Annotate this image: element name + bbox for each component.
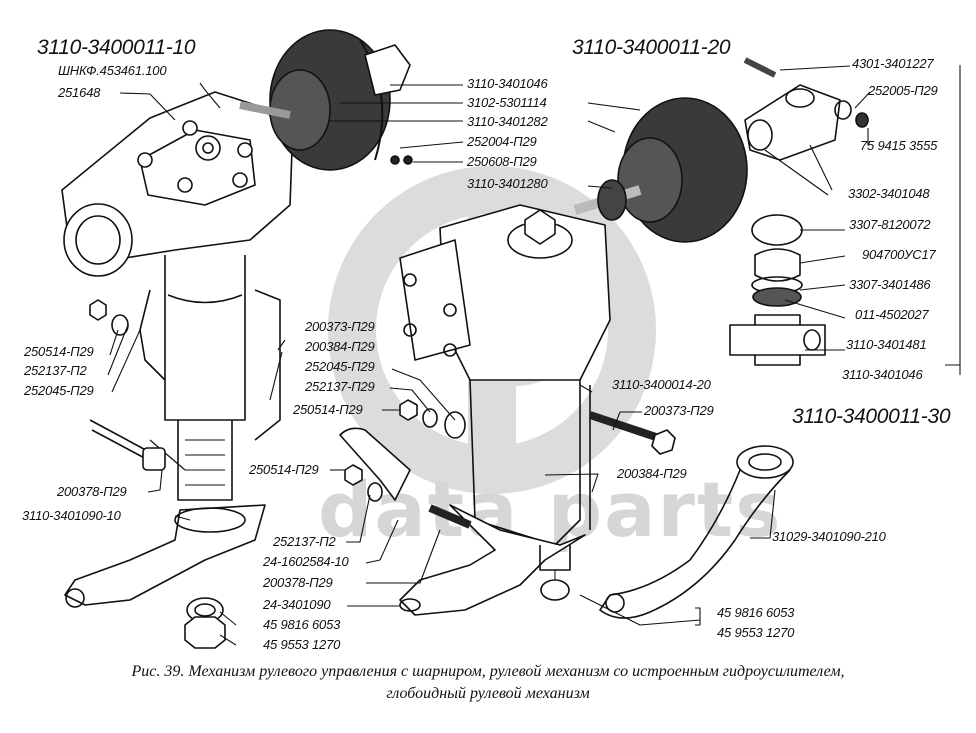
assembly-label-left: 3110-3400011-10 bbox=[37, 36, 196, 59]
middle-steering-gear-housing bbox=[399, 204, 611, 616]
part-label: 200373-П29 bbox=[644, 403, 714, 418]
rubber-boot-disc bbox=[239, 29, 413, 171]
part-label: 45 9816 6053 bbox=[717, 605, 795, 620]
part-label: 252137-П2 bbox=[24, 363, 87, 378]
leader-lines bbox=[107, 65, 961, 646]
left-nuts-washers bbox=[89, 299, 226, 649]
part-label: 251648 bbox=[58, 85, 101, 100]
part-label: 250514-П29 bbox=[24, 344, 94, 359]
part-label: 4301-3401227 bbox=[852, 56, 934, 71]
part-label: 3110-3401090-10 bbox=[22, 508, 121, 523]
part-label: 3110-3401481 bbox=[846, 337, 927, 352]
part-label: 904700УС17 bbox=[862, 247, 936, 262]
part-label: 200384-П29 bbox=[305, 339, 375, 354]
valve-stack bbox=[729, 214, 826, 366]
part-label: ШНКФ.453461.100 bbox=[58, 63, 167, 78]
part-label: 252004-П29 bbox=[467, 134, 537, 149]
part-label: 24-1602584-10 bbox=[263, 554, 349, 569]
part-label: 250514-П29 bbox=[249, 462, 319, 477]
part-label: 45 9816 6053 bbox=[263, 617, 341, 632]
part-label: 3110-3401282 bbox=[467, 114, 548, 129]
part-label: 200384-П29 bbox=[617, 466, 687, 481]
part-label: 250514-П29 bbox=[293, 402, 363, 417]
part-label: 31029-3401090-210 bbox=[772, 529, 886, 544]
part-label: 252045-П29 bbox=[305, 359, 375, 374]
part-label: 252045-П29 bbox=[24, 383, 94, 398]
part-label: 200373-П29 bbox=[305, 319, 375, 334]
part-label: 3307-3401486 bbox=[849, 277, 931, 292]
middle-bolts-nuts bbox=[339, 399, 676, 601]
part-label: 252137-П2 bbox=[273, 534, 336, 549]
part-label: 24-3401090 bbox=[263, 597, 331, 612]
figure-caption-line1: Рис. 39. Механизм рулевого управления с … bbox=[131, 663, 845, 680]
right-rubber-boot bbox=[573, 97, 748, 243]
part-label: 3302-3401048 bbox=[848, 186, 930, 201]
part-label: 3307-8120072 bbox=[849, 217, 931, 232]
part-label: 3110-3401046 bbox=[842, 367, 923, 382]
part-label: 200378-П29 bbox=[57, 484, 127, 499]
assembly-label-right: 3110-3400011-30 bbox=[792, 405, 951, 428]
part-label: 3102-5301114 bbox=[467, 95, 547, 110]
left-pitman-arm bbox=[64, 504, 266, 608]
part-label: 011-4502027 bbox=[855, 307, 929, 322]
part-label: 3110-3401280 bbox=[467, 176, 548, 191]
left-steering-gear-housing bbox=[61, 91, 293, 501]
part-label: 252137-П29 bbox=[305, 379, 375, 394]
part-label: 252005-П29 bbox=[868, 83, 938, 98]
part-label: 200378-П29 bbox=[263, 575, 333, 590]
part-label: 250608-П29 bbox=[467, 154, 537, 169]
figure-caption-line2: глобоидный рулевой механизм bbox=[386, 685, 590, 702]
assembly-label-middle: 3110-3400011-20 bbox=[572, 36, 731, 59]
part-label: 45 9553 1270 bbox=[717, 625, 795, 640]
part-label: 75 9415 3555 bbox=[860, 138, 938, 153]
part-label: 45 9553 1270 bbox=[263, 637, 341, 652]
right-pitman-arm bbox=[599, 445, 794, 619]
part-label: 3110-3401046 bbox=[467, 76, 548, 91]
universal-joint bbox=[743, 57, 869, 161]
part-label: 3110-3400014-20 bbox=[612, 377, 711, 392]
